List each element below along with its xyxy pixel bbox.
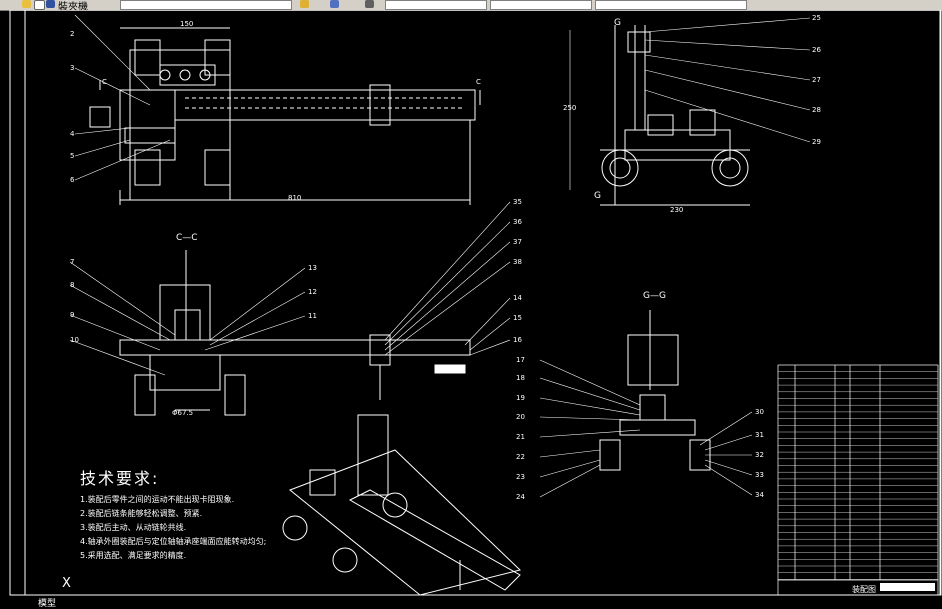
dim-side-width: 230 [670,206,683,214]
section-title-gg: G—G [643,291,666,301]
part-num: 15 [513,314,522,322]
section-marker-g-bottom: G [594,191,601,201]
plan-view [74,14,481,205]
document-icon[interactable] [34,0,45,10]
part-num: 30 [755,408,764,416]
tech-req-item: 3.装配后主动、从动链轮共线. [80,523,187,532]
side-view [569,17,811,206]
part-num: 27 [812,76,821,84]
part-num: 36 [513,218,522,226]
layer-state-icon[interactable] [300,0,309,8]
part-num: 26 [812,46,821,54]
part-num: 17 [516,356,525,364]
linetype-dropdown[interactable] [385,0,487,10]
dim-top-length: 810 [288,194,301,202]
part-num: 19 [516,394,525,402]
part-num: 8 [70,281,74,289]
part-num: 12 [308,288,317,296]
part-num: 5 [70,152,74,160]
part-num: 37 [513,238,522,246]
tech-req-item: 4.轴承外圈装配后与定位轴轴承座端面应能转动均匀; [80,537,267,546]
parts-list-rows [778,371,938,580]
title-block-name: 装配图 [852,584,876,594]
status-bar: X 模型 [0,576,942,609]
dim-top-width: 150 [180,20,193,28]
part-num: 16 [513,336,522,344]
dim-cc: Φ67.5 [172,409,193,417]
section-marker-g-top: G [614,18,621,28]
part-num: 31 [755,431,764,439]
save-icon[interactable] [46,0,55,8]
part-num: 20 [516,413,525,421]
tech-req-item: 2.装配后链条能够轻松调整、预紧. [80,509,203,518]
dim-side-height: 250 [563,104,576,112]
part-num: 29 [812,138,821,146]
title-block-logo [880,583,935,591]
layer-dropdown[interactable] [120,0,292,10]
technical-requirements: 技术要求: 1.装配后零件之间的运动不能出现卡阻现象. 2.装配后链条能够轻松调… [80,465,266,563]
part-num: 24 [516,493,525,501]
section-gg [539,310,753,498]
part-num: 38 [513,258,522,266]
section-marker-c-right: C [476,78,481,86]
part-num: 14 [513,294,522,302]
part-num: 21 [516,433,525,441]
part-num: 4 [70,130,75,138]
tech-req-item: 5.采用选配、满足要求的精度. [80,551,187,560]
section-cc [69,201,511,416]
section-title-cc: C—C [176,233,198,243]
layer-props-icon[interactable] [330,0,339,8]
tech-req-title: 技术要求: [80,469,160,488]
parts-list-table [777,364,939,596]
part-num: 34 [755,491,764,499]
tab-model[interactable]: 模型 [38,599,57,609]
part-num: 11 [308,312,317,320]
part-num: 32 [755,451,764,459]
part-num: 33 [755,471,764,479]
part-num: 23 [516,473,525,481]
part-num: 3 [70,64,74,72]
part-num: 35 [513,198,522,206]
part-num: 28 [812,106,821,114]
part-num: 6 [70,176,75,184]
part-num: 10 [70,336,79,344]
lineweight-dropdown[interactable] [490,0,592,10]
drawing-title: 裝夾機 [58,2,88,13]
plotstyle-dropdown[interactable] [595,0,747,10]
part-num: 7 [70,258,74,266]
isometric-view [282,414,521,596]
part-num: 2 [70,30,74,38]
part-num: 9 [70,311,74,319]
folder-icon[interactable] [22,0,31,8]
inner-frame [24,10,941,596]
cad-drawing-canvas[interactable]: 150 810 C C 2 3 4 5 6 G G 250 230 25 26 … [0,10,942,596]
part-num: 18 [516,374,525,382]
match-icon[interactable] [365,0,374,8]
section-marker-c-left: C [102,78,107,86]
part-num: 13 [308,264,317,272]
part-num: 25 [812,14,821,22]
tech-req-item: 1.装配后零件之间的运动不能出现卡阻现象. [80,495,235,504]
part-num: 22 [516,453,525,461]
ucs-x-axis-icon: X [62,576,71,591]
